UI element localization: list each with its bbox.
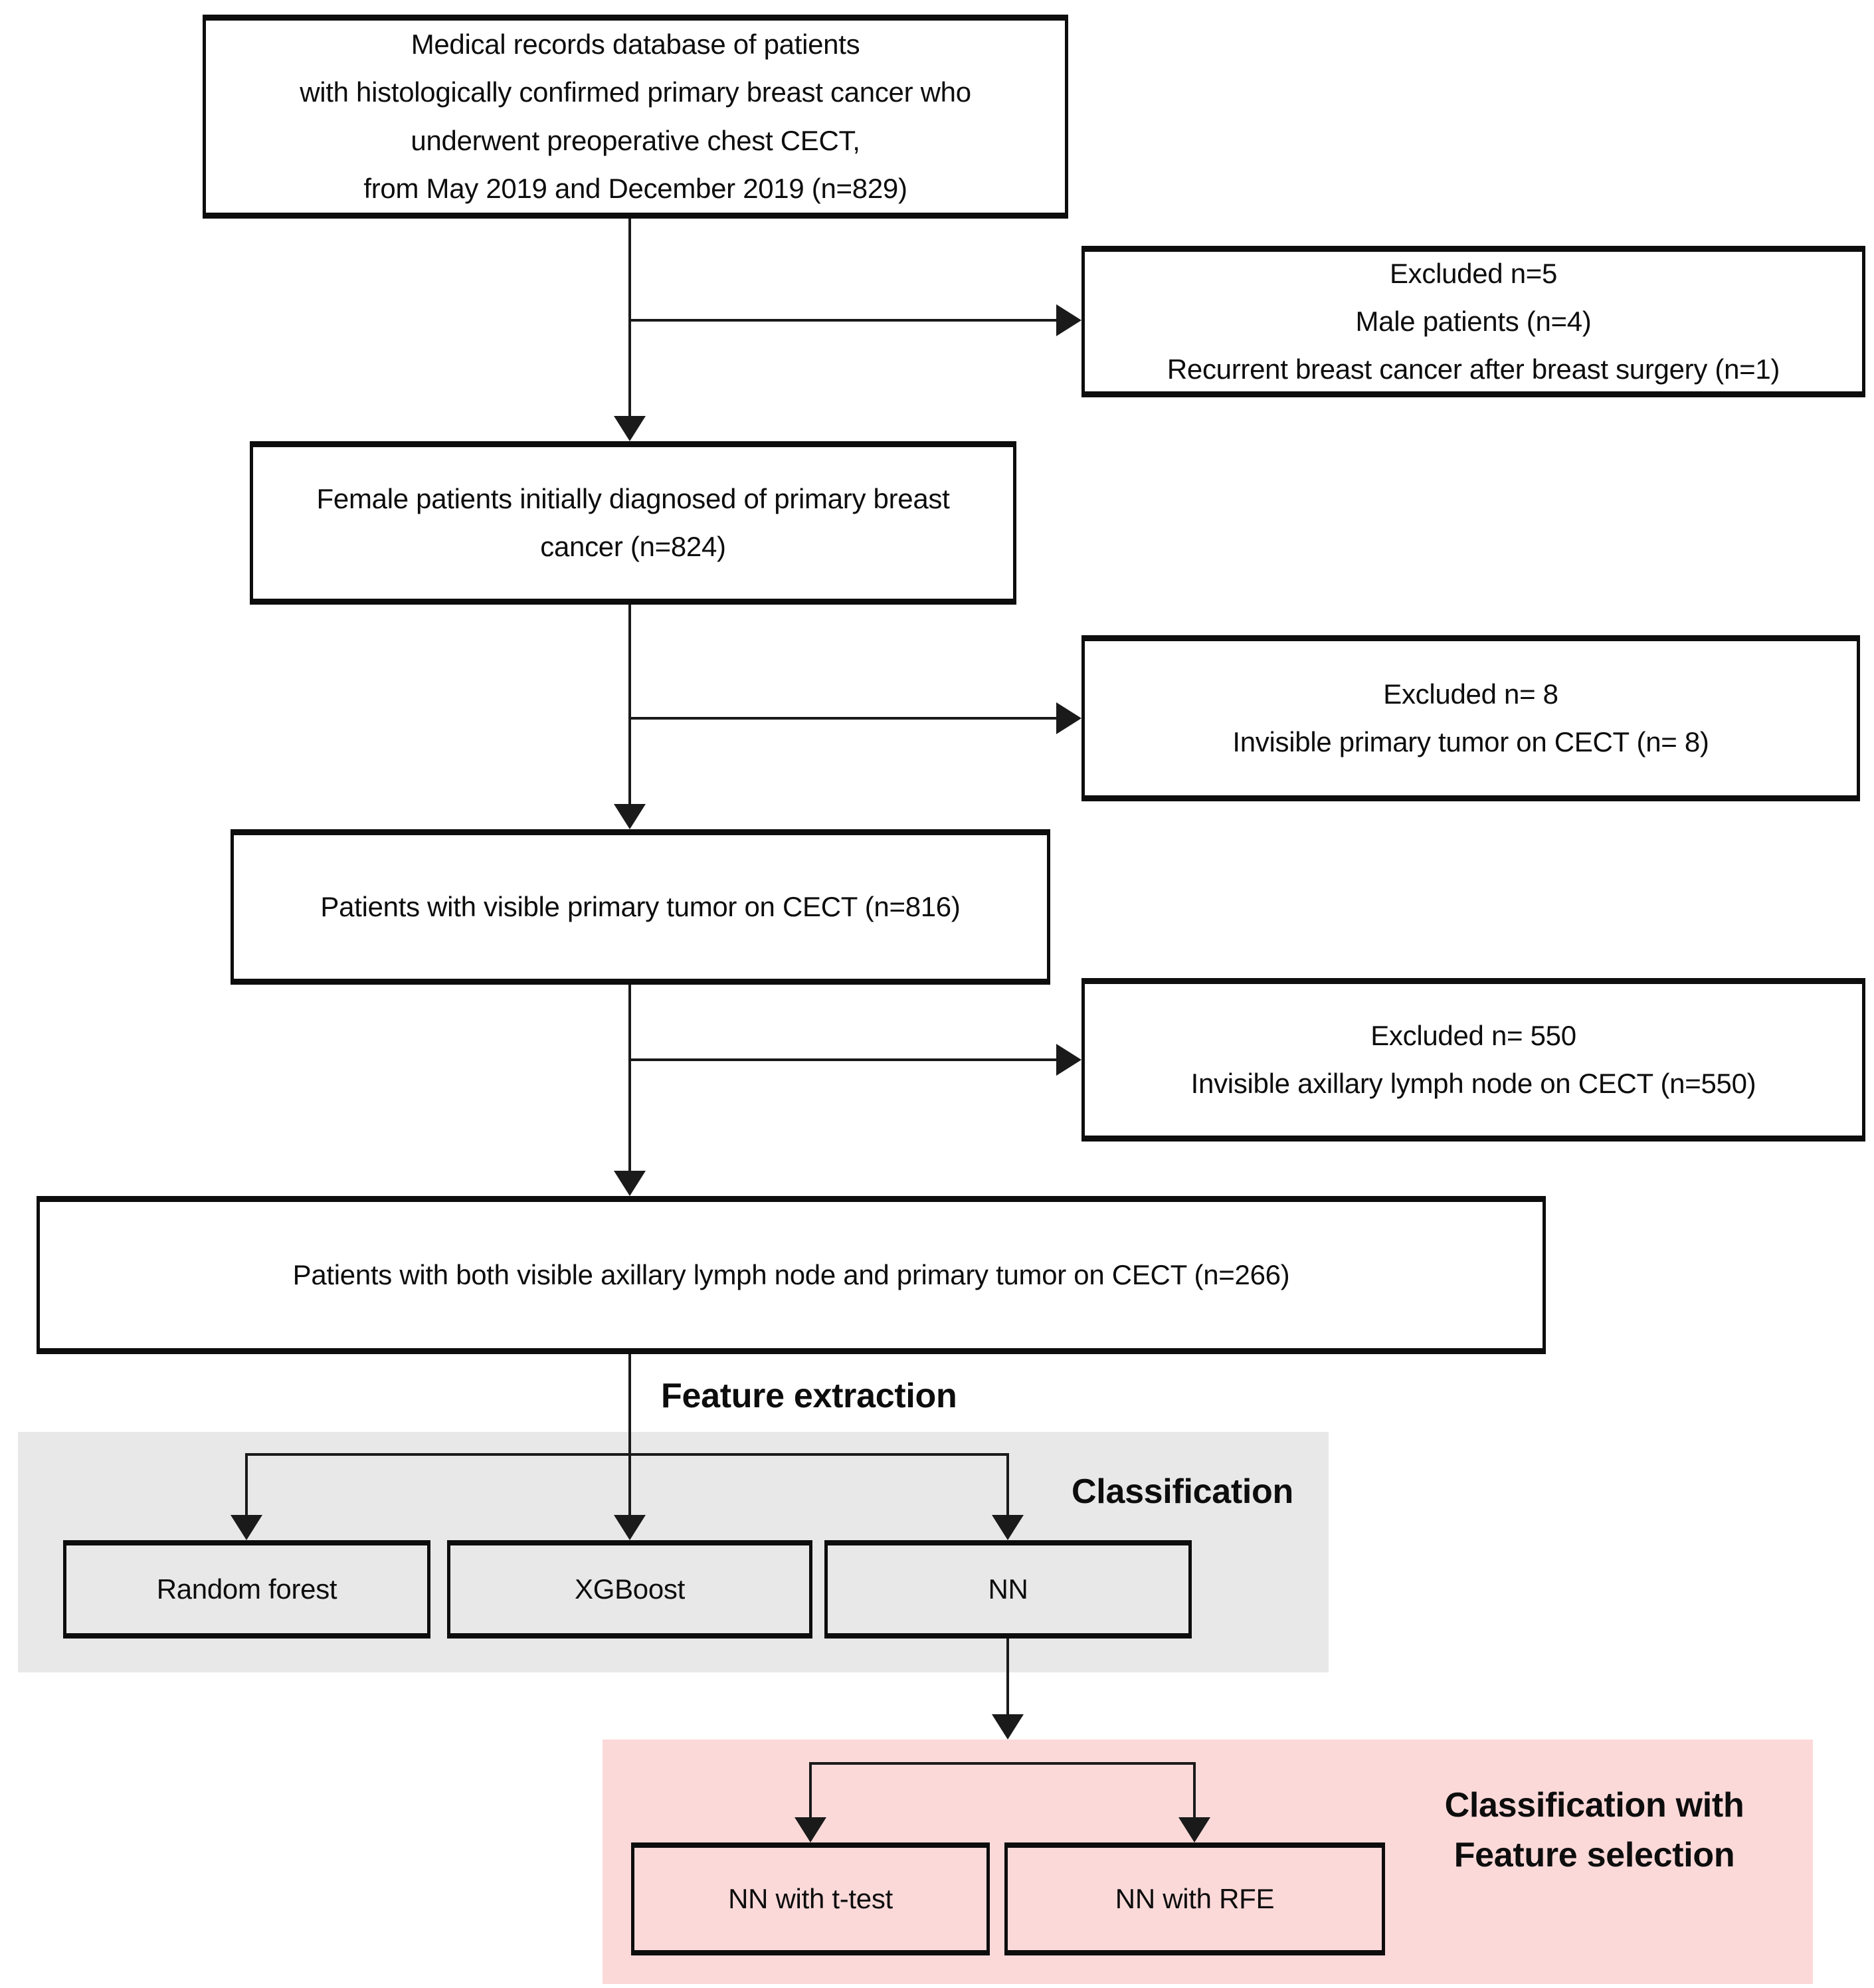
- node-nn: NN: [824, 1540, 1192, 1639]
- classification-label: Classification: [1072, 1472, 1293, 1511]
- node-visible-primary-tumor: Patients with visible primary tumor on C…: [231, 829, 1050, 985]
- bracket-leg-nn-rfe: [1193, 1762, 1196, 1817]
- node-nn-rfe-text: NN with RFE: [1115, 1882, 1275, 1914]
- node-excluded-3-text: Excluded n= 550 Invisible axillary lymph…: [1190, 1019, 1756, 1099]
- node-nn-text: NN: [988, 1573, 1028, 1605]
- connector-visible-tumor-to-both: [628, 985, 631, 1171]
- node-random-forest: Random forest: [63, 1540, 430, 1639]
- branch-to-excluded-2: [628, 717, 1056, 720]
- node-female-patients-text: Female patients initially diagnosed of p…: [316, 482, 950, 562]
- node-nn-ttest-text: NN with t-test: [728, 1882, 893, 1914]
- bracket-leg-random-forest: [245, 1453, 248, 1515]
- node-source-database: Medical records database of patients wit…: [203, 15, 1068, 219]
- node-xgboost: XGBoost: [447, 1540, 812, 1639]
- arrowhead-into-both: [614, 1171, 646, 1196]
- feature-selection-bracket: [809, 1762, 1196, 1765]
- node-source-database-text: Medical records database of patients wit…: [300, 29, 971, 204]
- node-excluded-2-text: Excluded n= 8 Invisible primary tumor on…: [1232, 678, 1709, 757]
- arrowhead-into-excluded-3: [1056, 1044, 1081, 1076]
- arrowhead-into-nn: [992, 1515, 1024, 1540]
- node-excluded-1: Excluded n=5 Male patients (n=4) Recurre…: [1081, 246, 1865, 397]
- arrowhead-into-visible-tumor: [614, 804, 646, 829]
- bracket-leg-nn: [1006, 1453, 1009, 1515]
- bracket-leg-nn-ttest: [809, 1762, 812, 1817]
- node-nn-ttest: NN with t-test: [631, 1842, 990, 1955]
- arrowhead-into-random-forest: [231, 1515, 262, 1540]
- arrowhead-into-excluded-2: [1056, 702, 1081, 734]
- branch-to-excluded-3: [628, 1058, 1056, 1061]
- arrowhead-into-feature-selection-region: [992, 1714, 1024, 1740]
- connector-nn-to-feature-selection: [1006, 1639, 1009, 1714]
- classification-bracket: [245, 1453, 1009, 1456]
- connector-both-to-xgboost: [628, 1354, 631, 1515]
- arrowhead-into-xgboost: [614, 1515, 646, 1540]
- node-visible-node-and-tumor: Patients with both visible axillary lymp…: [37, 1196, 1546, 1354]
- branch-to-excluded-1: [628, 319, 1056, 322]
- arrowhead-into-nn-ttest: [795, 1817, 826, 1842]
- node-visible-primary-tumor-text: Patients with visible primary tumor on C…: [320, 890, 961, 922]
- node-excluded-1-text: Excluded n=5 Male patients (n=4) Recurre…: [1167, 257, 1780, 385]
- node-random-forest-text: Random forest: [156, 1573, 337, 1605]
- node-female-patients: Female patients initially diagnosed of p…: [250, 441, 1016, 605]
- feature-extraction-label: Feature extraction: [661, 1377, 957, 1415]
- connector-source-to-female: [628, 219, 631, 416]
- node-visible-node-and-tumor-text: Patients with both visible axillary lymp…: [292, 1258, 1290, 1290]
- classification-feature-selection-label: Classification with Feature selection: [1444, 1786, 1744, 1875]
- connector-female-to-visible-tumor: [628, 605, 631, 804]
- node-nn-rfe: NN with RFE: [1004, 1842, 1385, 1955]
- arrowhead-into-nn-rfe: [1178, 1817, 1210, 1842]
- arrowhead-into-female: [614, 416, 646, 441]
- node-xgboost-text: XGBoost: [575, 1573, 685, 1605]
- arrowhead-into-excluded-1: [1056, 304, 1081, 336]
- node-excluded-2: Excluded n= 8 Invisible primary tumor on…: [1081, 635, 1860, 801]
- node-excluded-3: Excluded n= 550 Invisible axillary lymph…: [1081, 978, 1865, 1142]
